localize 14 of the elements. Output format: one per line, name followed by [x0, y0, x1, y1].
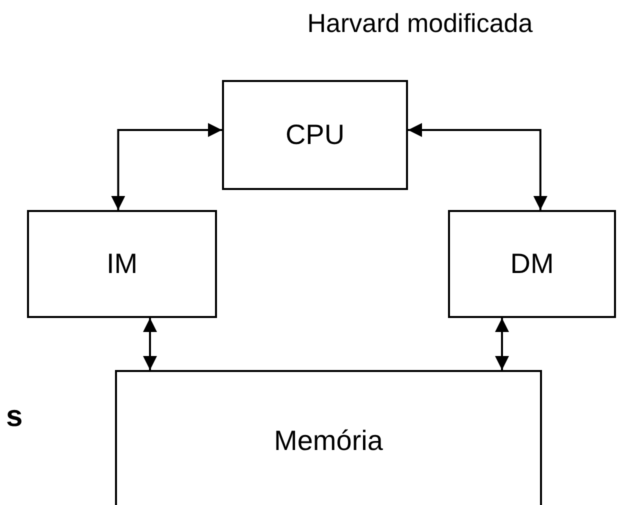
text-fragment: s	[6, 400, 23, 434]
double-arrow	[111, 123, 222, 210]
node-label: Memória	[274, 425, 383, 457]
process-box	[448, 210, 616, 318]
process-box	[222, 80, 408, 190]
process-box	[27, 210, 217, 318]
double-arrow	[495, 318, 509, 370]
diagram-title: Harvard modificada	[306, 8, 534, 39]
node-label: CPU	[285, 119, 345, 151]
memory-block	[115, 370, 542, 505]
double-arrow	[143, 318, 157, 370]
node-label: IM	[106, 248, 138, 280]
double-arrow	[408, 123, 548, 210]
node-label: DM	[510, 248, 554, 280]
